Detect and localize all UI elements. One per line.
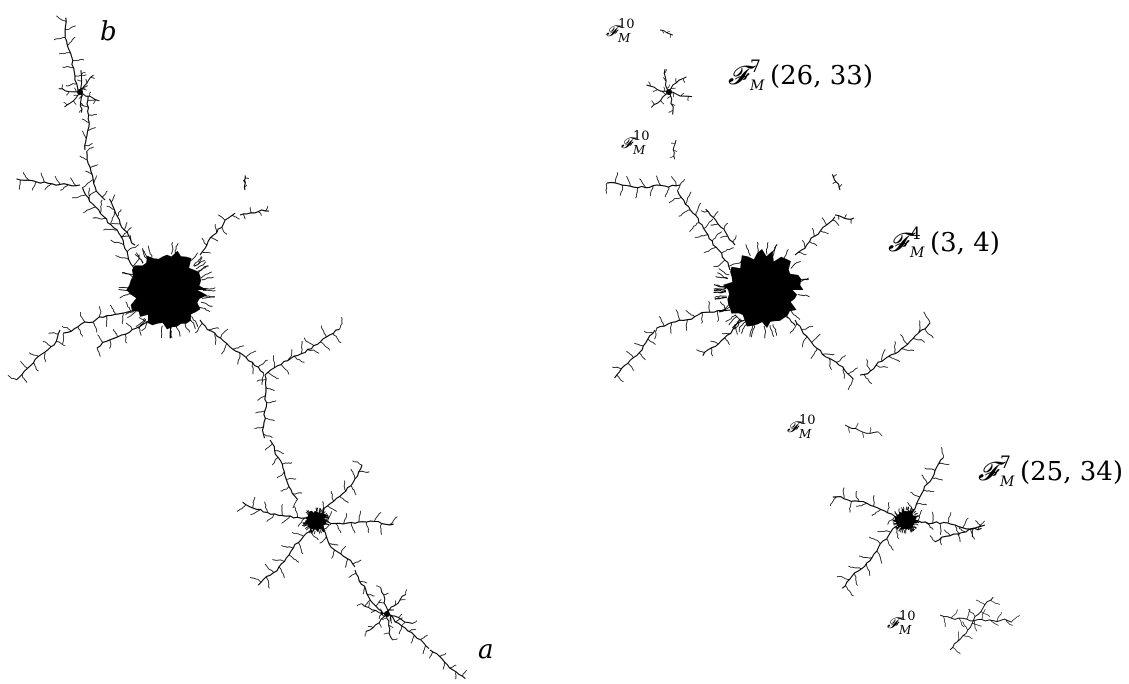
svg-text:10: 10 <box>633 129 650 144</box>
svg-text:M: M <box>798 427 812 441</box>
fragment-label: 𝓕 10 M <box>621 129 650 157</box>
svg-text:7: 7 <box>750 57 761 77</box>
svg-text:(25, 34): (25, 34) <box>1020 457 1123 487</box>
svg-text:M: M <box>909 245 925 261</box>
svg-text:(3, 4): (3, 4) <box>930 228 1000 258</box>
svg-text:10: 10 <box>618 17 635 32</box>
fragment-label: 𝓕 10 M <box>887 609 916 637</box>
fragment-label: 𝓕 7 M (25, 34) <box>978 453 1123 490</box>
svg-text:10: 10 <box>899 609 916 624</box>
left-panel-fractal <box>7 15 467 680</box>
svg-text:M: M <box>898 623 912 637</box>
svg-text:M: M <box>749 78 765 94</box>
point-label-a: a <box>478 635 494 665</box>
right-panel-fractal <box>605 29 1020 655</box>
svg-text:M: M <box>632 143 646 157</box>
fragment-label: 𝓕 10 M <box>606 17 635 45</box>
svg-text:M: M <box>999 474 1015 490</box>
point-label-b: b <box>100 17 117 47</box>
svg-text:7: 7 <box>1000 453 1011 473</box>
svg-text:(26, 33): (26, 33) <box>770 61 873 91</box>
svg-text:M: M <box>617 31 631 45</box>
fragment-label: 𝓕 4 M (3, 4) <box>888 224 1000 261</box>
svg-text:10: 10 <box>799 413 816 428</box>
svg-text:4: 4 <box>910 224 921 244</box>
fragment-label: 𝓕 7 M (26, 33) <box>728 57 873 94</box>
fragment-label: 𝓕 10 M <box>787 413 816 441</box>
